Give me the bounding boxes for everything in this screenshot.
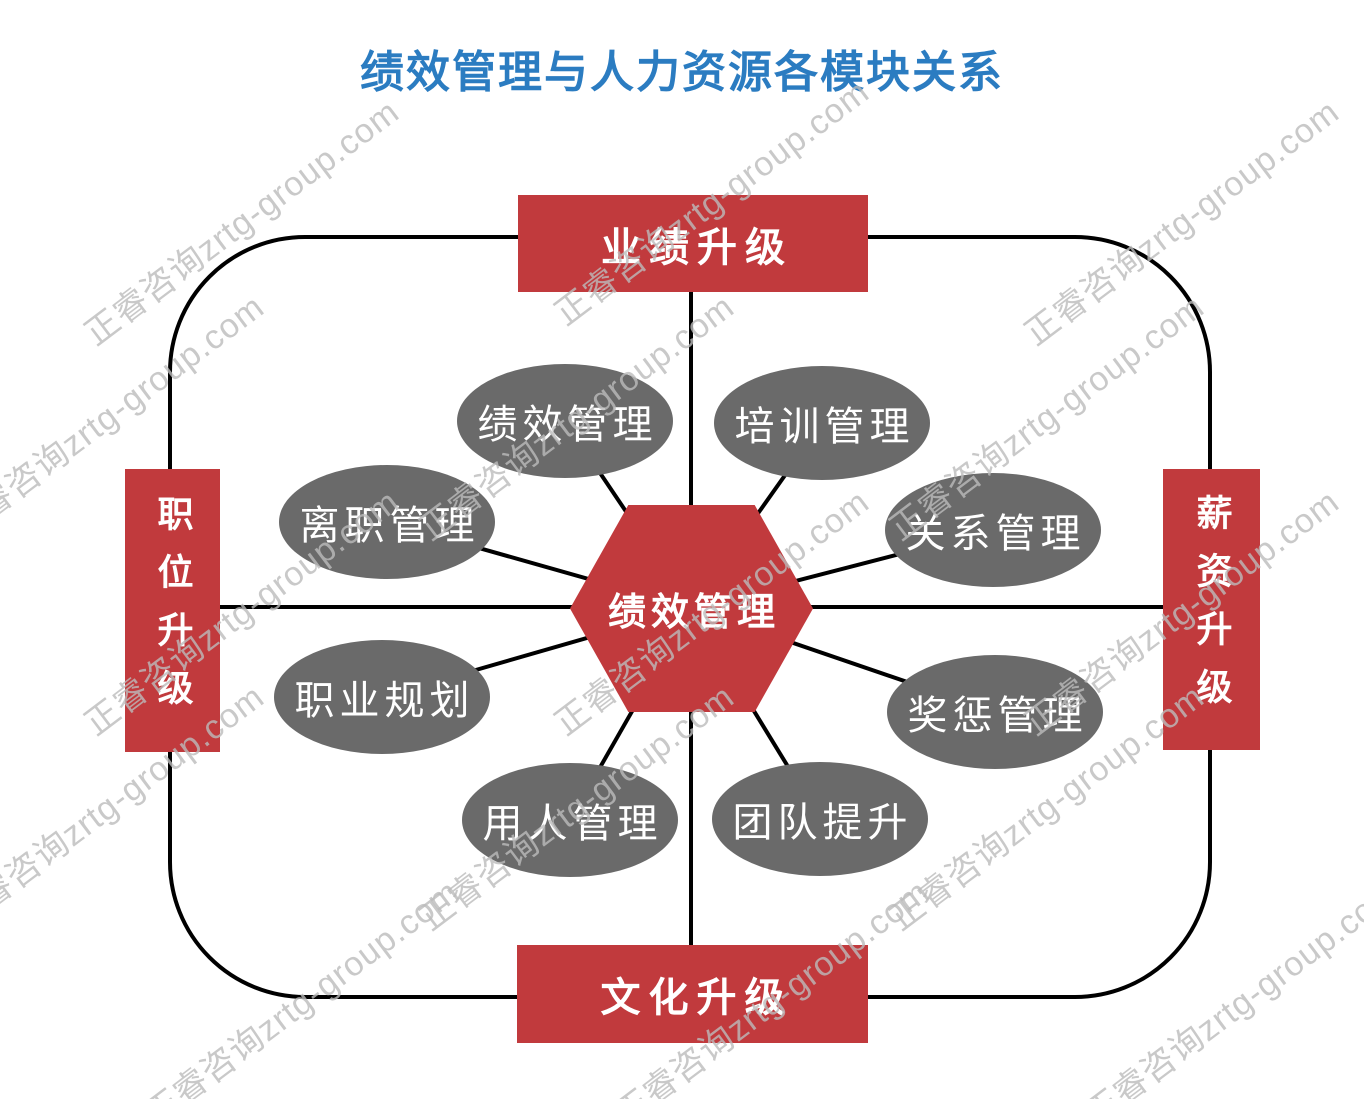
module-ellipse-training: 培训管理 <box>714 366 930 480</box>
module-label: 离职管理 <box>299 503 480 548</box>
center-hexagon-label: 绩效管理 <box>607 592 780 634</box>
module-label: 用人管理 <box>482 801 663 846</box>
module-ellipse-reward-punishment: 奖惩管理 <box>887 655 1103 769</box>
upgrade-box-top: 业绩升级 <box>518 195 868 292</box>
module-ellipse-performance: 绩效管理 <box>457 364 673 478</box>
module-label: 团队提升 <box>732 800 913 845</box>
upgrade-box-bottom: 文化升级 <box>517 945 868 1043</box>
module-label: 职业规划 <box>294 678 475 723</box>
module-label: 培训管理 <box>734 404 915 449</box>
module-ellipse-career-planning: 职业规划 <box>274 640 490 754</box>
module-label: 绩效管理 <box>477 402 658 447</box>
upgrade-box-left-label: 职位升级 <box>152 494 194 727</box>
module-ellipse-resignation: 离职管理 <box>279 465 495 579</box>
page-title: 绩效管理与人力资源各模块关系 <box>360 48 1004 97</box>
upgrade-box-right-label: 薪资升级 <box>1191 493 1233 726</box>
upgrade-box-right: 薪资升级 <box>1163 469 1260 750</box>
module-label: 奖惩管理 <box>907 693 1088 738</box>
upgrade-box-bottom-label: 文化升级 <box>600 976 793 1020</box>
upgrade-box-top-label: 业绩升级 <box>601 225 793 270</box>
module-ellipse-team-improvement: 团队提升 <box>712 762 928 876</box>
module-ellipse-staffing: 用人管理 <box>462 763 678 877</box>
module-ellipse-relations: 关系管理 <box>885 473 1101 587</box>
module-label: 关系管理 <box>905 511 1086 556</box>
center-hexagon: 绩效管理 <box>570 505 813 712</box>
upgrade-box-left: 职位升级 <box>125 469 220 752</box>
